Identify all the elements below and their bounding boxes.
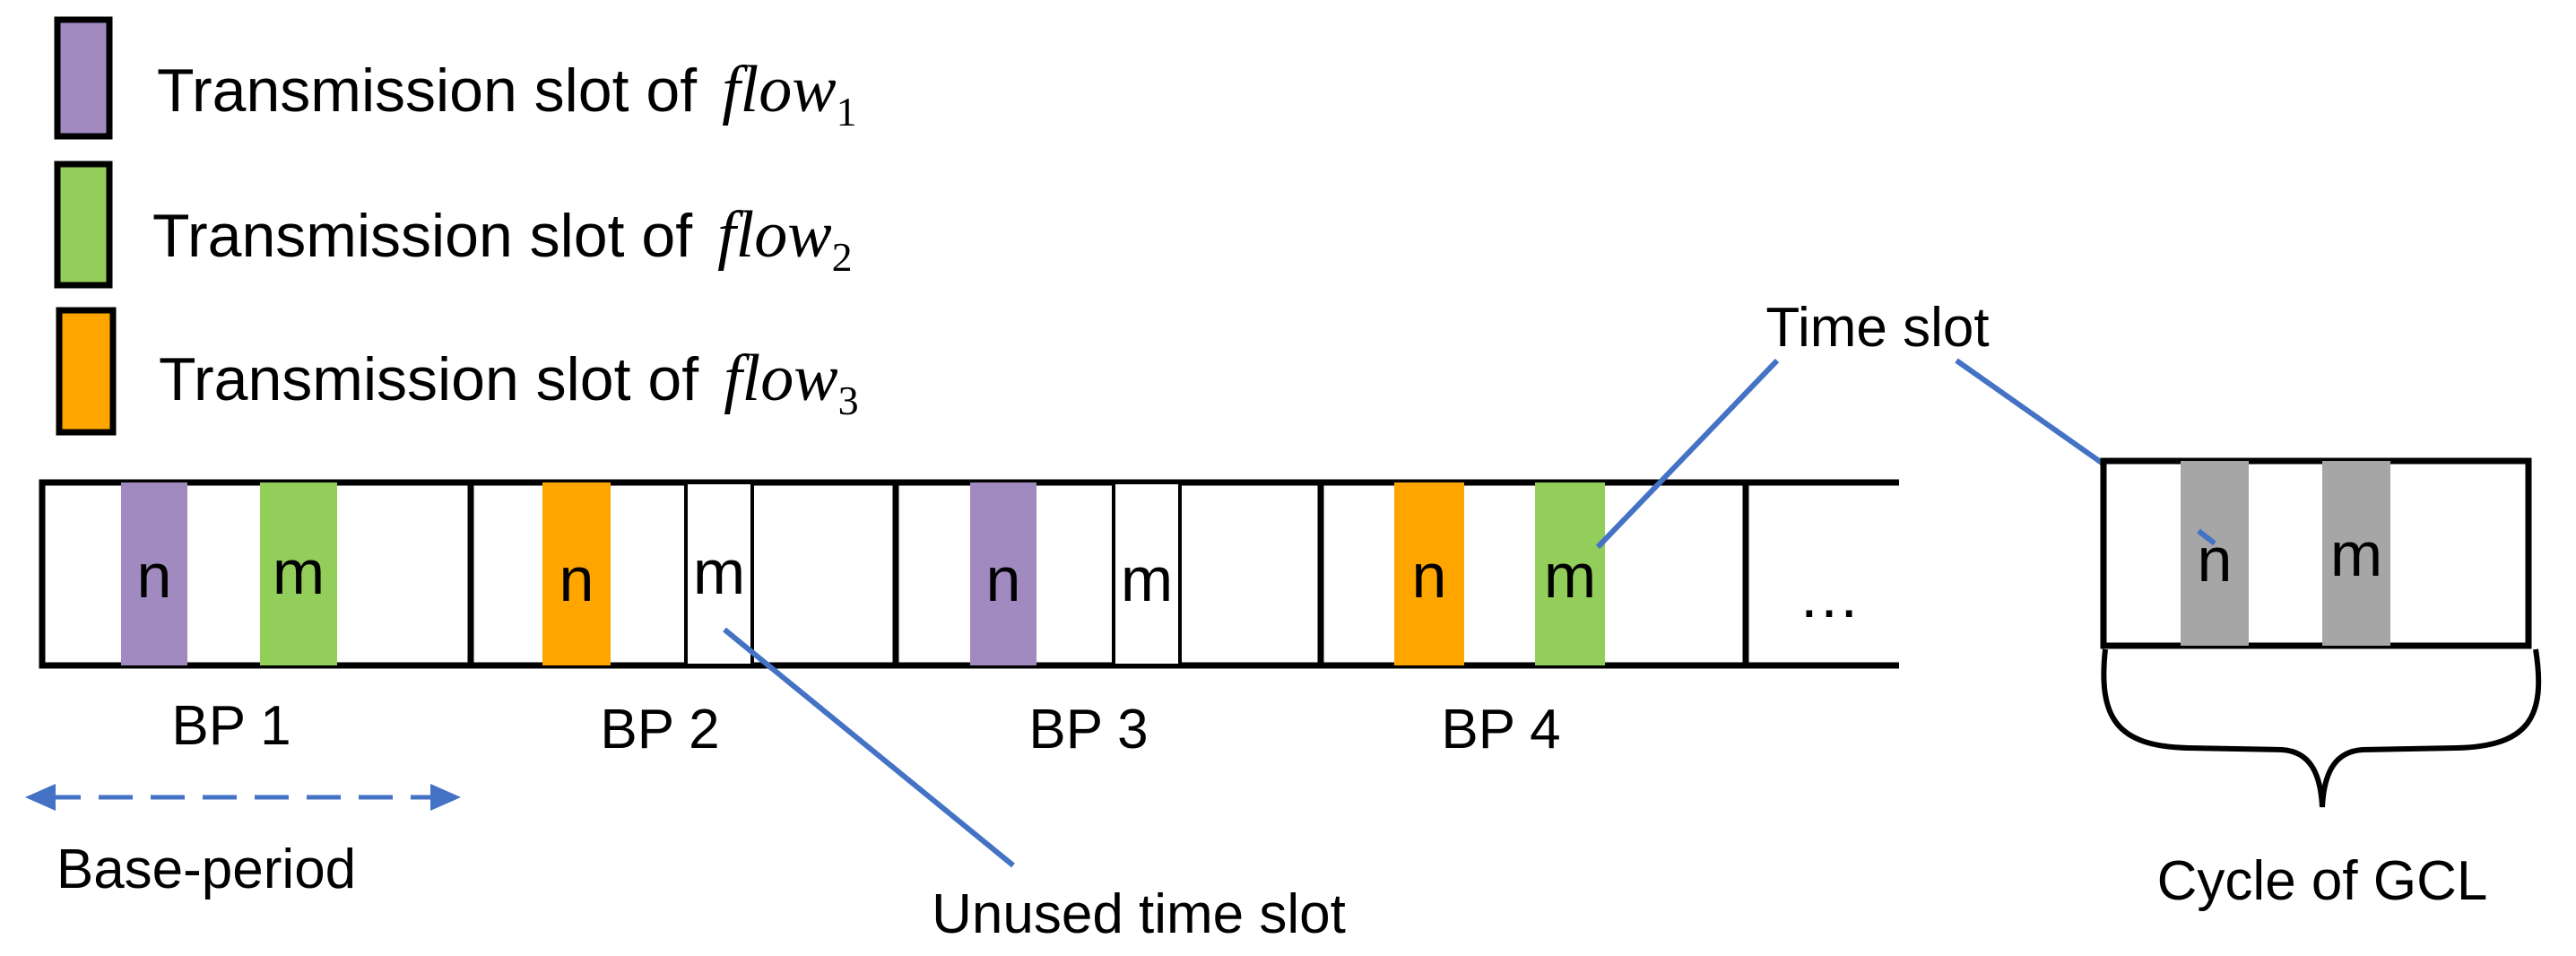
gcl-brace	[2101, 648, 2542, 808]
gcl-cycle: n m Cycle of GCL	[2100, 457, 2542, 912]
legend-flow-name-1: flow	[722, 53, 836, 126]
bp-label-1: BP 1	[171, 695, 291, 757]
slot-m-unused	[684, 481, 754, 667]
slot-n-label: n	[559, 544, 594, 614]
legend-subscript-1: 1	[837, 89, 857, 135]
base-period-3: n m BP 3	[892, 479, 1324, 760]
bp-label-2: BP 2	[600, 699, 719, 760]
gcl-slot-m	[2322, 461, 2390, 646]
slot-m	[1535, 482, 1605, 665]
slot-n	[970, 482, 1036, 665]
gcl-slot-m-label: m	[2330, 519, 2382, 589]
slot-n	[121, 482, 187, 665]
base-period-label: Base-period	[56, 839, 356, 900]
legend-label-flow2: Transmission slot of	[152, 202, 692, 270]
time-slot-callout: Time slot	[1595, 297, 2200, 550]
gcl-box	[2100, 457, 2532, 649]
unused-slot-callout: Unused time slot	[723, 627, 1346, 945]
timeline-continuation: …	[1746, 479, 1899, 669]
bp-label-4: BP 4	[1441, 699, 1560, 760]
slot-n-label: n	[137, 541, 172, 611]
legend-label-flow3: Transmission slot of	[159, 345, 698, 413]
slot-n	[1394, 482, 1464, 665]
slot-m-unused	[1112, 481, 1182, 667]
base-period-1: n m BP 1	[39, 479, 474, 757]
slot-n-label: n	[1412, 541, 1447, 611]
gcl-label: Cycle of GCL	[2157, 850, 2488, 912]
legend-subscript-3: 3	[838, 378, 859, 423]
time-slot-label: Time slot	[1765, 297, 1989, 359]
slot-m	[260, 482, 337, 665]
legend-flow-name-3: flow	[724, 342, 837, 415]
legend-label-flow1: Transmission slot of	[157, 56, 697, 125]
legend-swatch-flow3	[56, 307, 117, 436]
legend-swatch-flow2	[54, 161, 113, 289]
gcl-slot-n-label: n	[2198, 525, 2233, 595]
legend-item-flow2: Transmission slot of flow2	[54, 161, 853, 289]
ellipsis: …	[1798, 561, 1860, 630]
legend-swatch-flow1	[54, 16, 113, 140]
legend-flow-name-2: flow	[717, 198, 831, 272]
legend-item-flow3: Transmission slot of flow3	[56, 307, 859, 436]
gcl-slot-n	[2181, 461, 2249, 646]
legend-item-flow1: Transmission slot of flow1	[54, 16, 857, 140]
base-period-4: n m BP 4	[1317, 479, 1749, 760]
slot-m-label: m	[1121, 544, 1173, 614]
slot-n	[542, 482, 611, 665]
slot-m-label: m	[1544, 541, 1596, 611]
timeline: n m BP 1 n m BP 2 n m BP 3 n m	[39, 479, 1899, 760]
slot-m-label: m	[273, 537, 325, 607]
bp-label-3: BP 3	[1028, 699, 1148, 760]
slot-n-label: n	[986, 544, 1021, 614]
legend-subscript-2: 2	[832, 234, 853, 280]
unused-slot-label: Unused time slot	[932, 883, 1346, 945]
slot-m-label: m	[693, 537, 745, 607]
base-period-arrow: Base-period	[25, 784, 461, 900]
